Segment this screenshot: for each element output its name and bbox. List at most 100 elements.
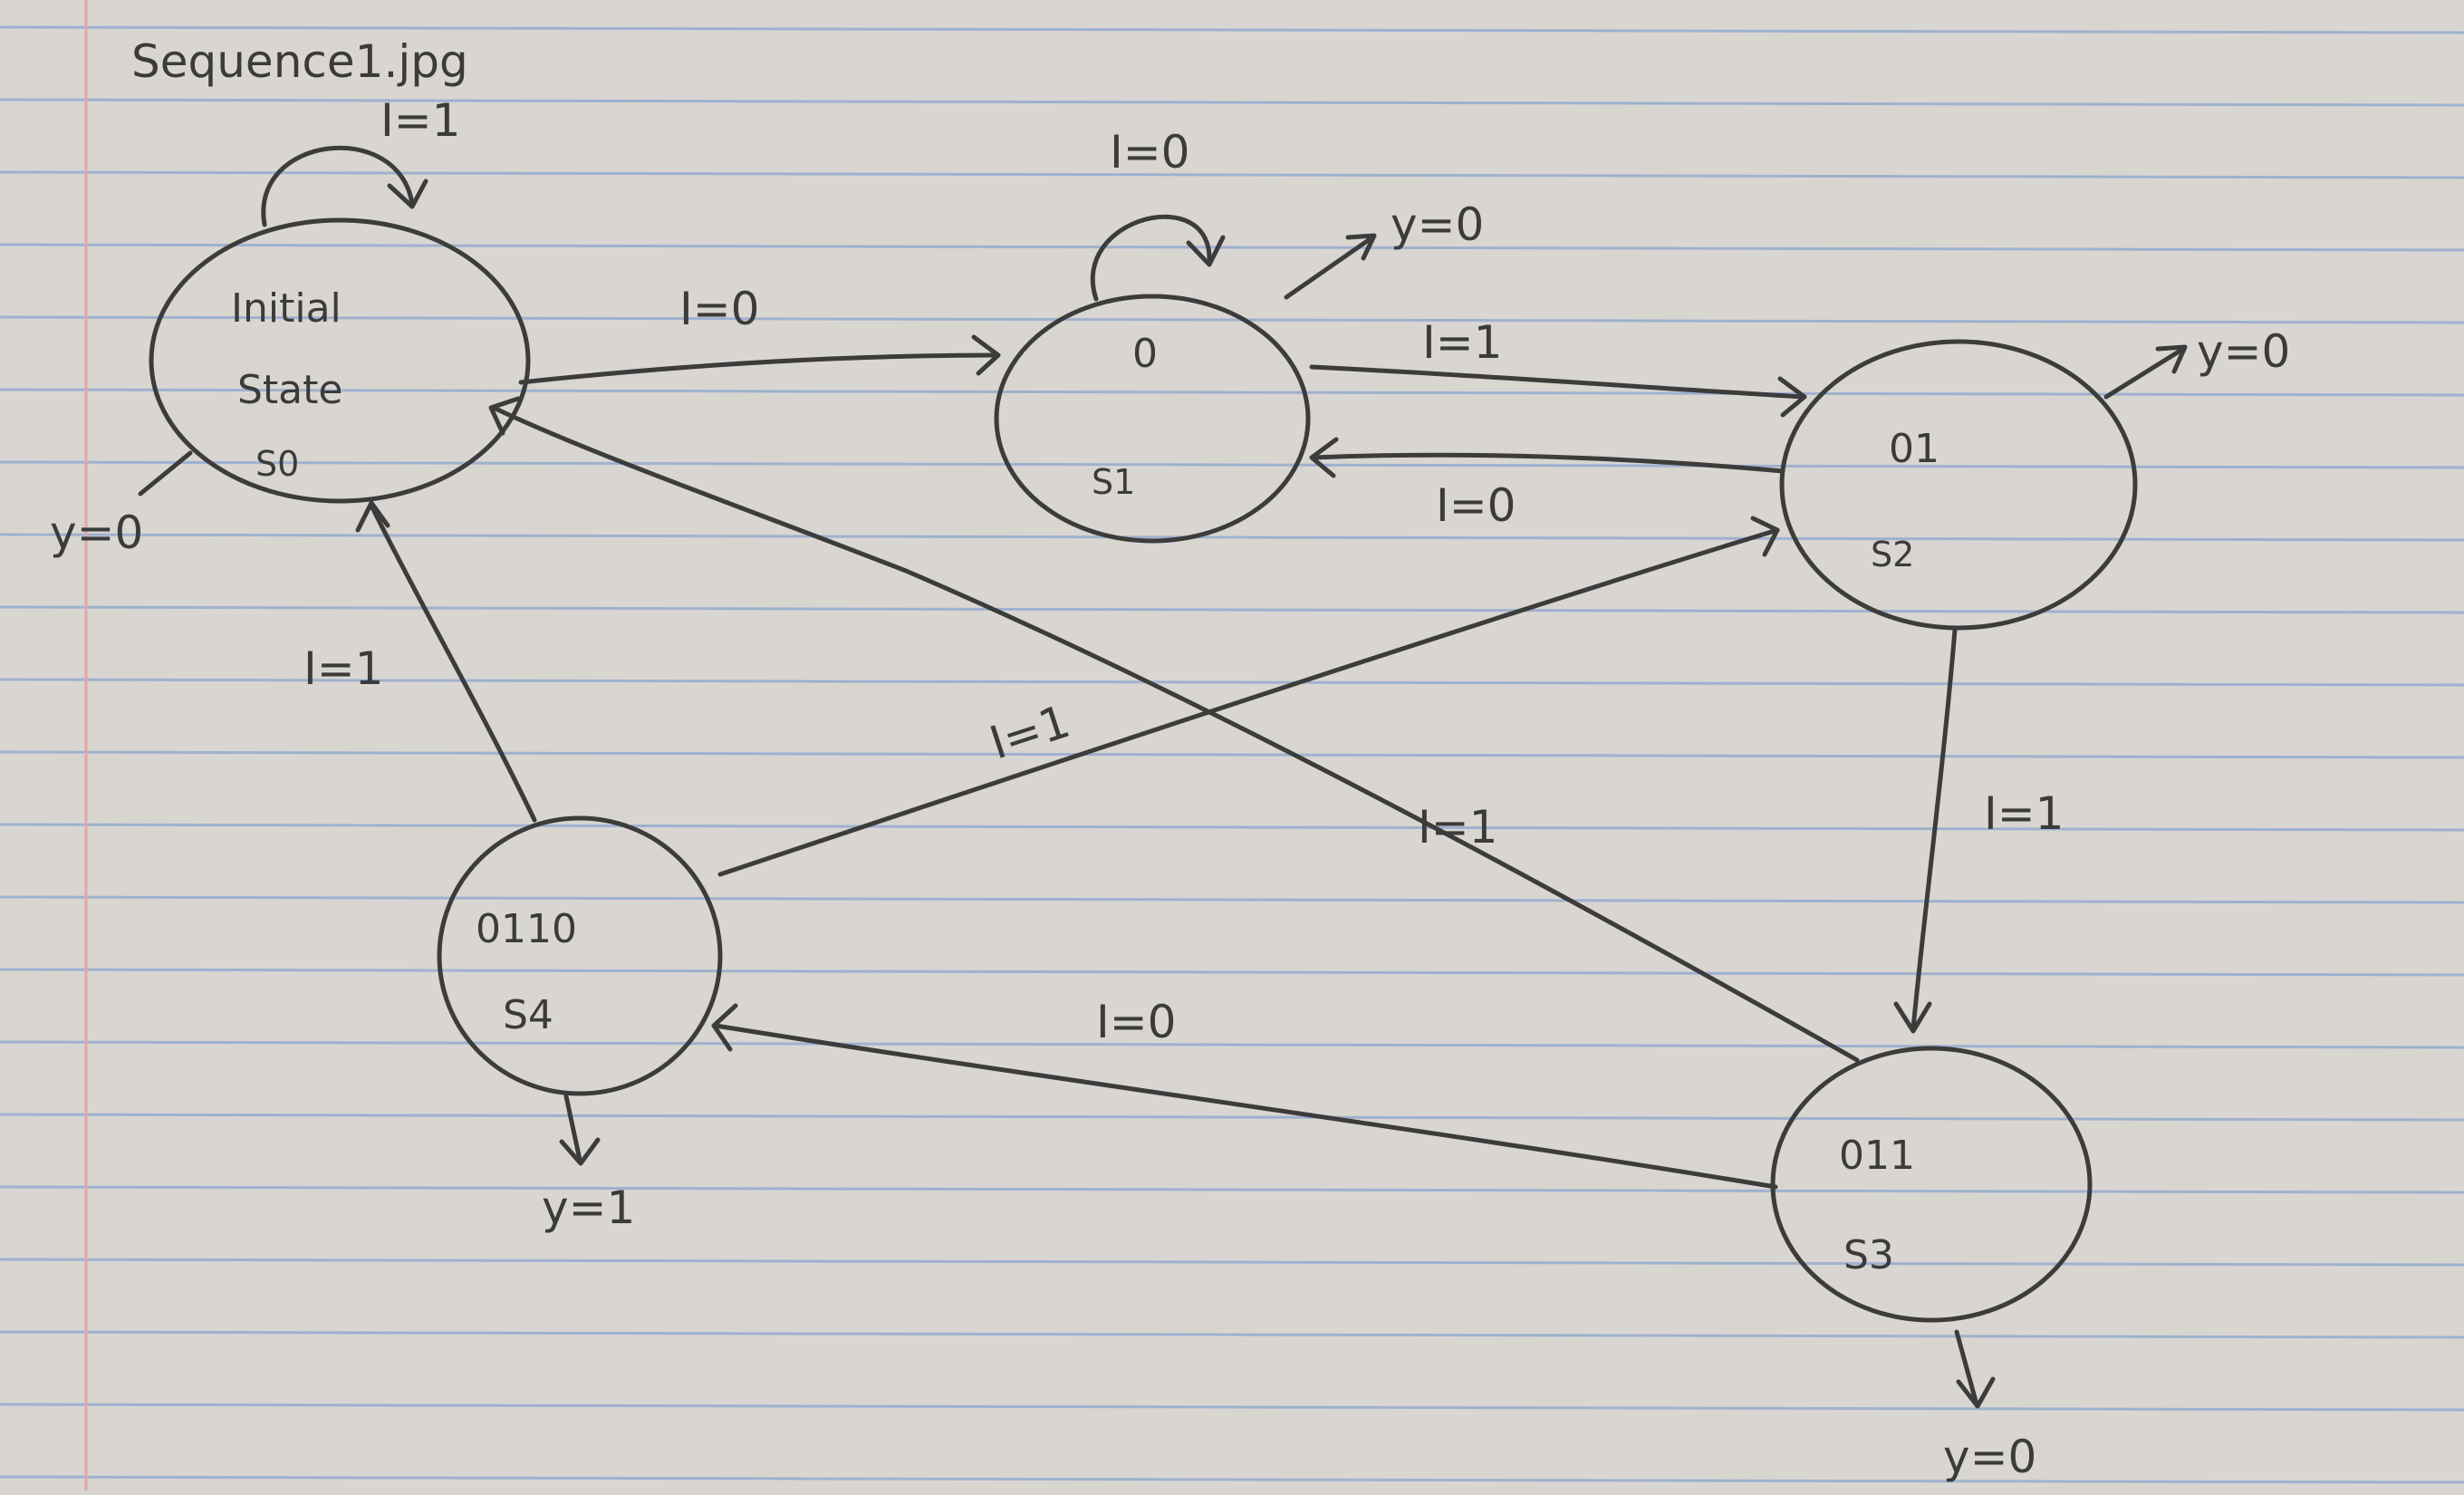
s2-s3-label: I=1: [1984, 787, 2064, 840]
s3-output: y=0: [1943, 1329, 2036, 1483]
s1-output-arrow: [1284, 235, 1375, 300]
state-s2-name: S2: [1871, 535, 1914, 574]
s2-s1-arrowhead: [1309, 437, 1339, 478]
ruled-line: [0, 968, 2464, 977]
s1-self-loop-arrow: [1090, 214, 1212, 302]
s1-self-loop-label: I=0: [1110, 126, 1189, 178]
state-s4: 0110 S4: [437, 815, 723, 1096]
state-s4-name: S4: [503, 992, 553, 1038]
ruled-line: [0, 678, 2464, 687]
s3-s0-arrowhead: [488, 396, 521, 436]
ruled-line: [0, 823, 2464, 832]
ruled-line: [0, 533, 2464, 542]
s2-output-arrowhead: [2155, 344, 2188, 374]
state-s0-circle: [149, 217, 531, 504]
state-s4-circle: [437, 815, 723, 1096]
s1-output-arrowhead: [1345, 233, 1377, 261]
ruled-line: [0, 1330, 2464, 1339]
s0-self-loop-arrow: [261, 145, 415, 227]
s4-output-label: y=1: [542, 1182, 635, 1234]
s4-s2-arrow: [717, 527, 1780, 877]
transition-s0-s1: I=0: [518, 283, 1001, 385]
s3-output-arrowhead: [1956, 1376, 1996, 1409]
transition-s3-s0: I=1: [488, 396, 1860, 1063]
s0-self-loop-arrowhead: [387, 178, 428, 209]
transition-s2-s1: I=0: [1309, 437, 1785, 532]
ruled-line: [0, 170, 2464, 179]
s2-s1-arrow: [1311, 452, 1785, 474]
s0-output: y=0: [50, 450, 193, 559]
ruled-line: [0, 895, 2464, 904]
state-s2-circle: [1779, 339, 2138, 631]
s4-output-arrow: [563, 1094, 582, 1162]
s3-output-label: y=0: [1943, 1431, 2036, 1483]
ruled-line: [0, 1403, 2464, 1412]
s3-s4-arrowhead: [711, 1003, 738, 1052]
s4-output: y=1: [542, 1094, 635, 1234]
s4-output-arrowhead: [559, 1137, 601, 1166]
s1-output-label: y=0: [1391, 198, 1484, 251]
s3-s0-label: I=1: [1418, 801, 1497, 854]
state-s2: 01 S2: [1779, 339, 2138, 631]
s0-s1-label: I=0: [679, 283, 759, 335]
s0-s1-arrowhead: [971, 334, 1001, 376]
s4-s0-arrow: [369, 503, 537, 823]
state-s1: 0 S1: [994, 294, 1311, 544]
s0-s1-arrow: [518, 352, 999, 385]
ruled-line: [0, 1113, 2464, 1122]
state-s3-value: 011: [1839, 1133, 1915, 1179]
s3-output-arrow: [1954, 1329, 1979, 1407]
ruled-lines: [0, 25, 2464, 1484]
s2-s3-arrow: [1911, 627, 1958, 1031]
s0-output-tick: [138, 450, 193, 497]
s1-s2-arrowhead: [1777, 376, 1807, 418]
transition-s1-s2: I=1: [1309, 316, 1807, 418]
ruled-line: [0, 605, 2464, 614]
s4-s0-label: I=1: [303, 642, 383, 695]
ruled-line: [0, 388, 2464, 397]
transition-s1-self: I=0: [1090, 126, 1226, 302]
s4-s2-arrowhead: [1750, 516, 1780, 557]
state-s2-value: 01: [1889, 426, 1939, 472]
state-s1-circle: [994, 294, 1311, 544]
ruled-line: [0, 315, 2464, 324]
state-s0: Initial State S0: [149, 217, 531, 504]
file-name-label: Sequence1.jpg: [131, 35, 468, 88]
s1-s2-arrow: [1309, 364, 1805, 400]
transition-s2-s3: I=1: [1893, 627, 2064, 1034]
s2-s1-label: I=0: [1436, 479, 1516, 532]
s3-s4-label: I=0: [1096, 996, 1176, 1048]
ruled-line: [0, 98, 2464, 107]
state-s1-name: S1: [1092, 462, 1135, 502]
transition-s0-self: I=1: [261, 94, 460, 227]
s0-self-loop-label: I=1: [380, 94, 460, 147]
s2-output-arrow: [2103, 346, 2186, 400]
ruled-line: [0, 750, 2464, 759]
s4-s0-arrowhead: [355, 500, 390, 533]
s3-s4-arrow: [713, 1023, 1778, 1190]
state-s0-line2: State: [237, 367, 342, 413]
ruled-line: [0, 243, 2464, 252]
ruled-line: [0, 1475, 2464, 1484]
transition-s4-s0: I=1: [303, 500, 537, 823]
ruled-line: [0, 1185, 2464, 1194]
ruled-line: [0, 1258, 2464, 1267]
s2-output-label: y=0: [2197, 325, 2290, 378]
state-s4-value: 0110: [476, 906, 577, 952]
s0-output-label: y=0: [50, 506, 143, 559]
state-s1-value: 0: [1132, 331, 1158, 377]
state-s3: 011 S3: [1770, 1046, 2093, 1323]
ruled-line: [0, 1040, 2464, 1049]
ruled-line: [0, 460, 2464, 469]
state-s0-line1: Initial: [231, 285, 342, 332]
s1-output: y=0: [1284, 198, 1484, 300]
transition-s3-s4: I=0: [711, 996, 1778, 1190]
s2-s3-arrowhead: [1893, 1001, 1932, 1034]
s1-s2-label: I=1: [1422, 316, 1502, 369]
ruled-line: [0, 25, 2464, 34]
s2-output: y=0: [2103, 325, 2290, 400]
state-s3-name: S3: [1843, 1232, 1894, 1278]
state-s0-name: S0: [255, 444, 299, 484]
